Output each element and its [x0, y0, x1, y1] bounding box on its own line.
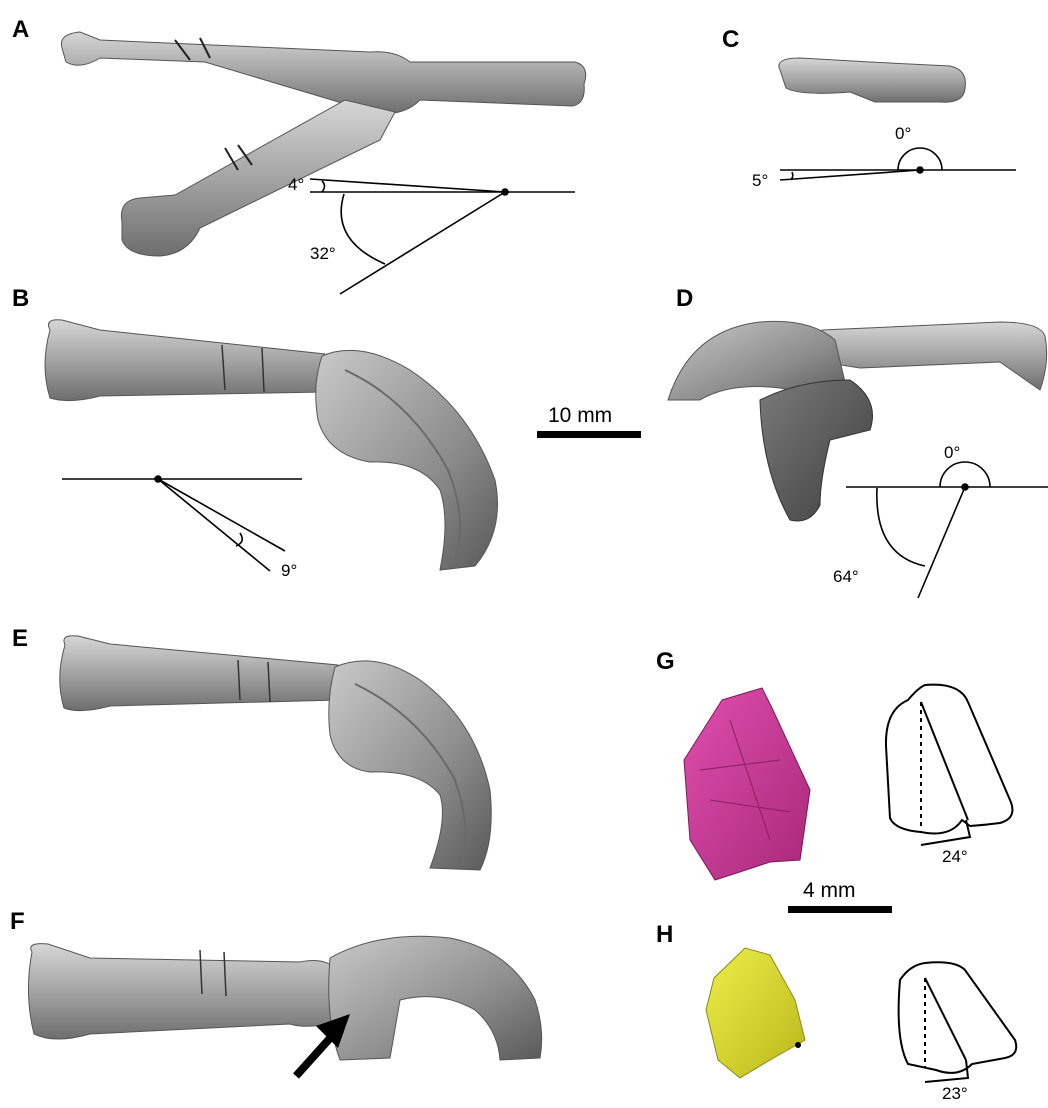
panel-g-outline-diagram — [886, 685, 1013, 845]
angle-label-c-small: 5° — [752, 172, 768, 189]
panel-b-bones — [45, 320, 498, 570]
angle-label-c-zero: 0° — [895, 125, 911, 142]
panel-f-claw — [329, 936, 542, 1060]
panel-label-f: F — [10, 910, 25, 934]
panel-h-outline-diagram — [899, 962, 1017, 1082]
scale-label-4mm: 4 mm — [803, 880, 856, 901]
angle-label-g: 24° — [942, 848, 968, 865]
angle-label-h: 23° — [942, 1085, 968, 1102]
panel-c-bone — [779, 58, 966, 102]
panel-d-angle-diagram — [846, 462, 1048, 598]
panel-b-claw — [316, 350, 498, 570]
angle-label-a-large: 32° — [310, 245, 336, 262]
panel-b-phalanx — [45, 320, 325, 401]
panel-label-d: D — [676, 287, 693, 311]
angle-label-a-small: 4° — [288, 176, 304, 193]
panel-label-g: G — [656, 650, 675, 674]
panel-e-bones — [60, 636, 492, 870]
panel-b-angle-diagram — [62, 476, 302, 571]
panel-label-h: H — [656, 923, 673, 947]
scale-bar-10mm — [537, 431, 641, 438]
panel-e-phalanx — [60, 636, 338, 711]
panel-c-angle-diagram — [780, 148, 1016, 180]
panel-h-yellow-model — [706, 948, 805, 1078]
panel-d-bones — [668, 321, 1047, 521]
angle-label-d-zero: 0° — [944, 444, 960, 461]
panel-d-claw-lower — [760, 380, 873, 521]
panel-label-a: A — [12, 18, 29, 42]
panel-g-magenta-model — [684, 688, 810, 880]
panel-a-lower-bone — [121, 100, 395, 256]
scale-label-10mm: 10 mm — [548, 405, 612, 426]
panel-a-angle-diagram — [310, 179, 575, 294]
angle-label-b: 9° — [281, 562, 297, 579]
panel-a-upper-bone — [61, 32, 585, 114]
panel-d-phalanx — [822, 322, 1047, 390]
panel-label-e: E — [12, 627, 28, 651]
panel-label-b: B — [12, 287, 29, 311]
panel-label-c: C — [722, 28, 739, 52]
panel-e-claw — [329, 661, 491, 870]
scale-bar-4mm — [788, 906, 892, 913]
panel-a-bones — [61, 32, 585, 256]
angle-label-d-large: 64° — [833, 568, 859, 585]
